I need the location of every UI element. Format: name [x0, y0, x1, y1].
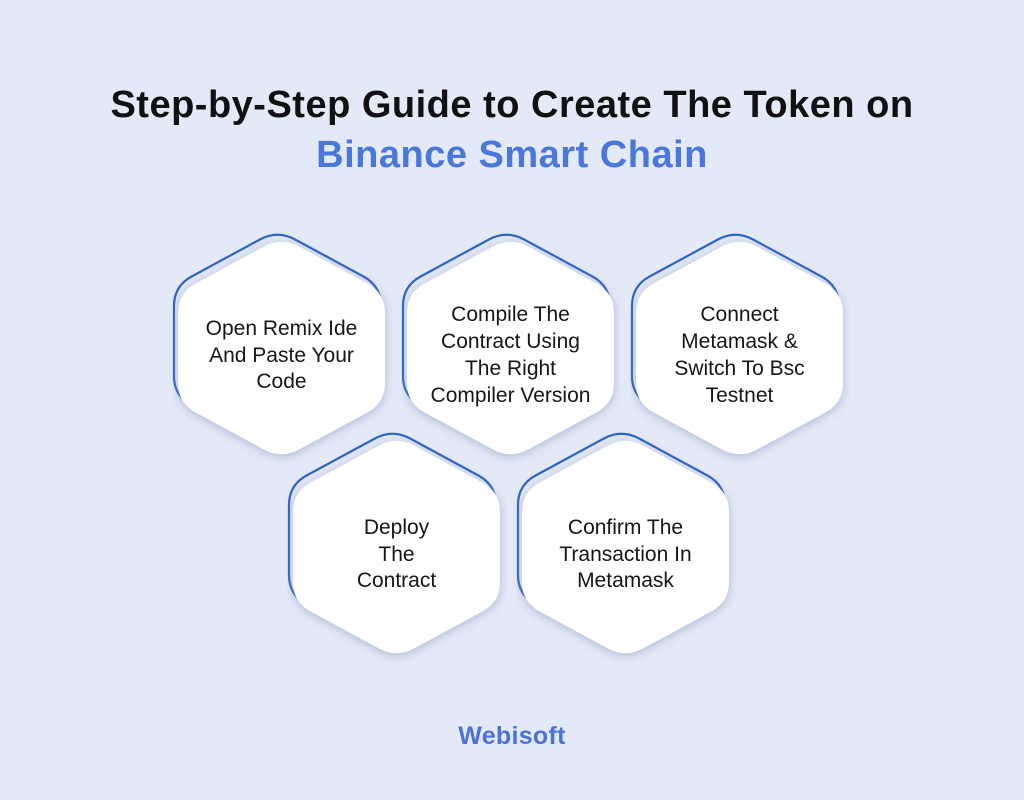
step-hexagon-5: Confirm The Transaction In Metamask	[516, 426, 736, 672]
step-hexagon-1: Open Remix Ide And Paste Your Code	[172, 227, 392, 473]
hexagon-fill-shape	[636, 241, 843, 455]
hexagon-icon	[172, 233, 385, 455]
hexagon-icon	[630, 233, 843, 455]
title-line-2-accent: Binance Smart Chain	[316, 134, 708, 176]
step-hexagon-3: Connect Metamask & Switch To Bsc Testnet	[630, 227, 850, 473]
step-label: Compile The Contract Using The Right Com…	[430, 303, 591, 407]
brand-logo-text: Webisoft	[458, 722, 566, 750]
step-label: Connect Metamask & Switch To Bsc Testnet	[674, 303, 805, 407]
hexagon-fill-shape	[178, 241, 385, 455]
hexagon-fill-shape	[407, 241, 614, 455]
hexagon-icon	[287, 432, 500, 654]
hexagon-icon	[516, 432, 729, 654]
title-line-1: Step-by-Step Guide to Create The Token o…	[110, 84, 914, 126]
hexagon-fill-shape	[293, 440, 500, 654]
step-label: Deploy The Contract	[356, 515, 437, 593]
page-title: Step-by-Step Guide to Create The Token o…	[0, 80, 1024, 180]
step-label: Confirm The Transaction In Metamask	[559, 515, 692, 593]
hexagon-icon	[401, 233, 614, 455]
step-hexagon-2: Compile The Contract Using The Right Com…	[401, 227, 621, 473]
step-label: Open Remix Ide And Paste Your Code	[205, 316, 358, 394]
hexagon-fill-shape	[522, 440, 729, 654]
footer: Webisoft	[0, 722, 1024, 751]
step-hexagon-4: Deploy The Contract	[287, 426, 507, 672]
